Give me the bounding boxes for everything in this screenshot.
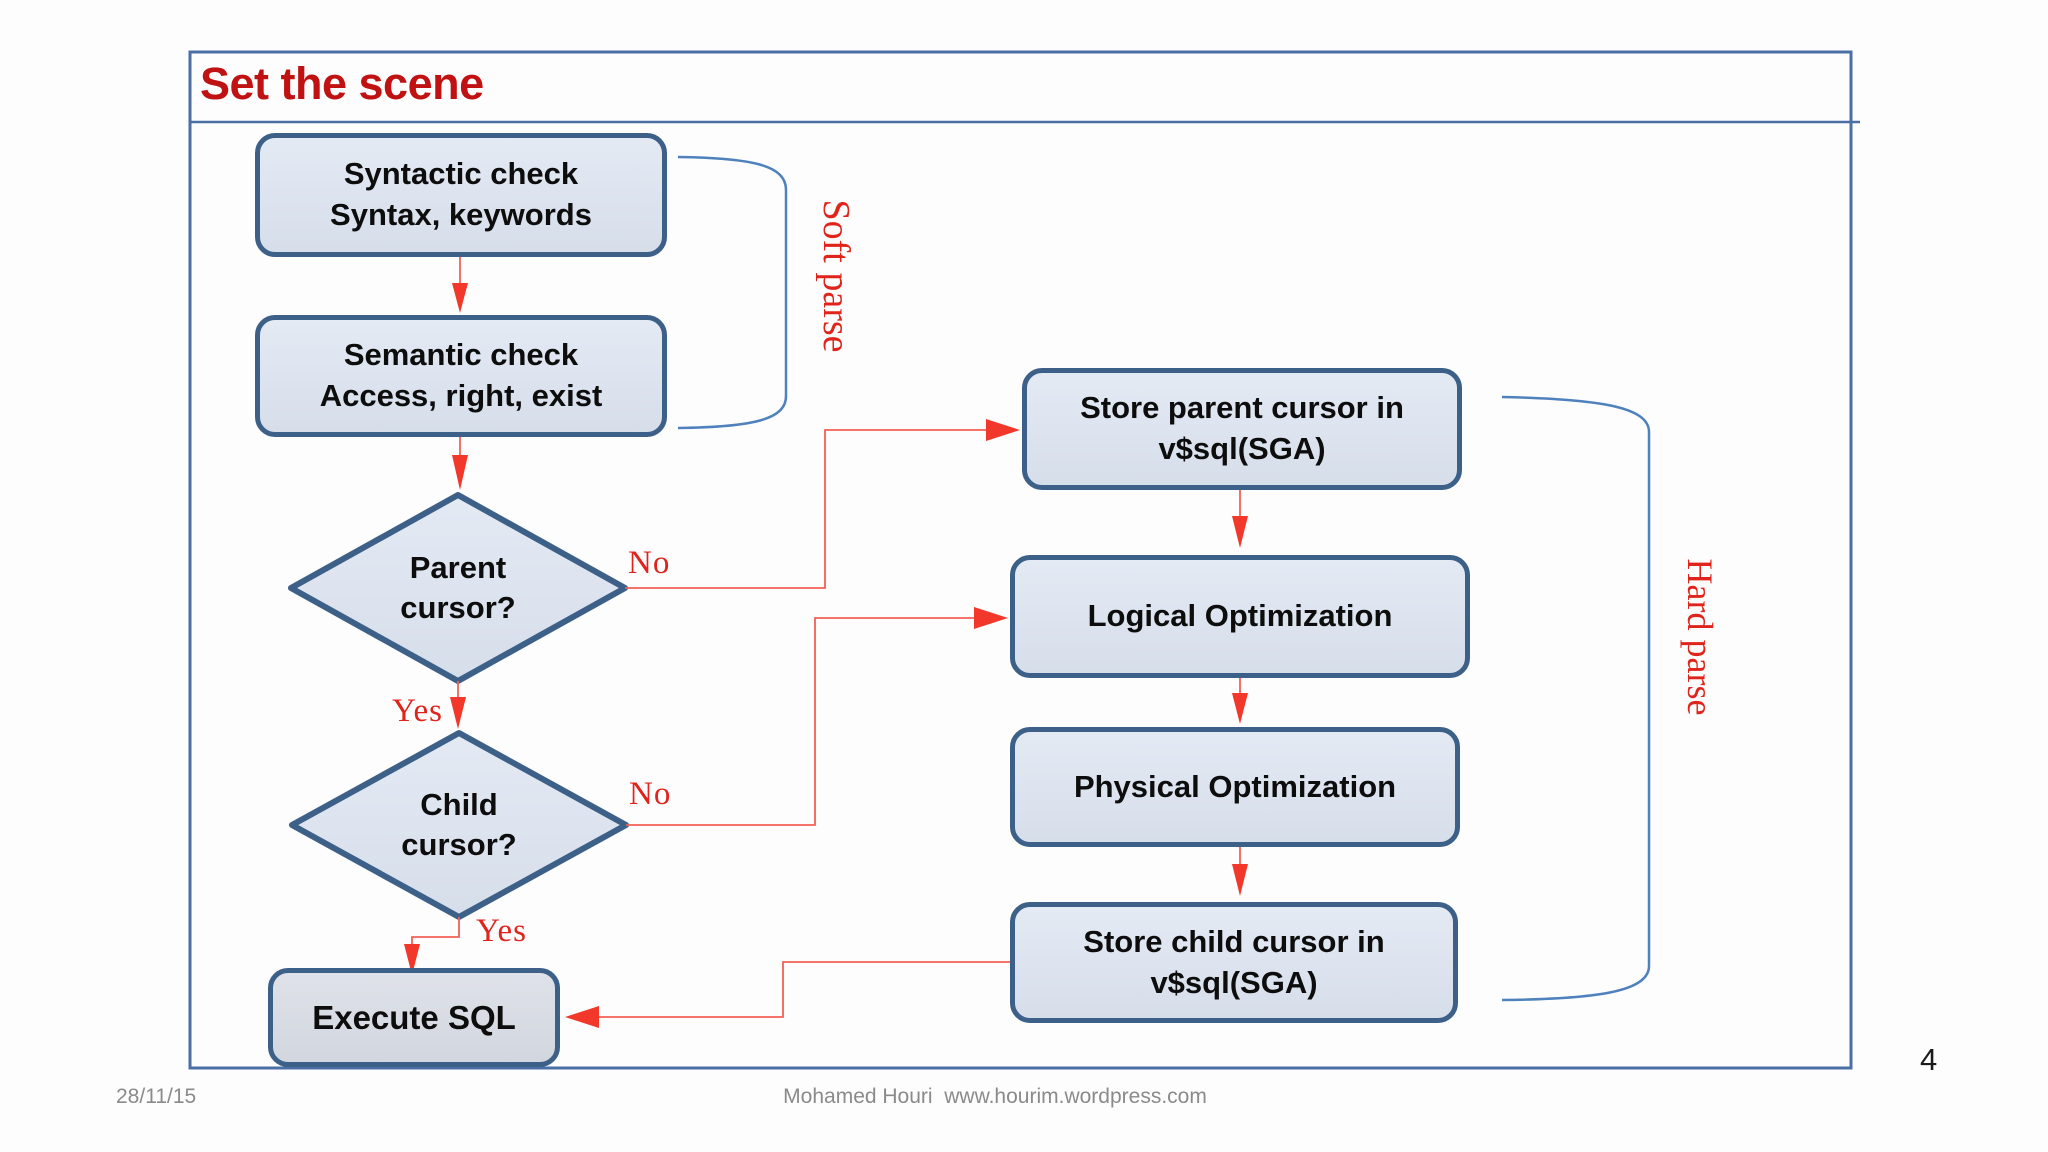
hard-parse-bracket	[1501, 395, 1651, 1002]
hard-parse-label: Hard parse	[1680, 558, 1720, 716]
node-execute-sql: Execute SQL	[268, 968, 560, 1067]
arrowhead-right-store-parent	[986, 419, 1020, 441]
parent-decision-line2: cursor?	[400, 590, 516, 625]
node-store-parent-line2: v$sql(SGA)	[1158, 431, 1326, 466]
arrowheads	[404, 283, 1248, 1028]
node-semantic-check: Semantic check Access, right, exist	[255, 315, 667, 437]
edge-child-yes-to-execute	[411, 917, 460, 944]
arrowhead-right-logical	[974, 607, 1008, 629]
parent-cursor-decision-label: Parent cursor?	[358, 540, 558, 636]
slide-frame-border	[188, 50, 1853, 1070]
arrowhead-left-execute	[565, 1006, 599, 1028]
footer-credit: Mohamed Houri www.hourim.wordpress.com	[783, 1085, 1207, 1108]
edge-label-parent-no: No	[628, 545, 671, 581]
arrowhead-down-semantic	[452, 283, 468, 313]
node-physical-optimization-line1: Physical Optimization	[1073, 768, 1397, 804]
edge-label-parent-yes: Yes	[392, 693, 444, 729]
node-logical-optimization: Logical Optimization	[1010, 555, 1470, 678]
edge-label-child-yes: Yes	[476, 913, 528, 949]
node-execute-sql-line1: Execute SQL	[312, 998, 516, 1036]
node-logical-optimization-line1: Logical Optimization	[1087, 598, 1393, 634]
edge-parent-no-to-store-parent	[625, 429, 986, 589]
node-store-parent-cursor: Store parent cursor in v$sql(SGA)	[1022, 368, 1462, 490]
node-physical-optimization: Physical Optimization	[1010, 727, 1460, 847]
node-syntactic-check-line1: Syntactic check	[343, 156, 579, 192]
connector-lines	[411, 257, 1241, 1018]
edge-store-child-to-execute	[599, 961, 1010, 1018]
node-store-child-line1: Store child cursor in	[1083, 923, 1385, 959]
soft-parse-label: Soft parse	[815, 199, 857, 353]
edge-label-child-no: No	[629, 776, 672, 812]
arrowhead-down-physical	[1232, 693, 1248, 724]
arrowhead-down-store-child	[1232, 864, 1248, 896]
child-decision-line1: Child	[420, 786, 498, 822]
parent-decision-line1: Parent	[409, 549, 507, 585]
slide-title: Set the scene	[200, 58, 484, 109]
node-store-parent-line1: Store parent cursor in	[1080, 390, 1404, 426]
footer-date: 28/11/15	[116, 1085, 197, 1108]
node-semantic-check-line1: Semantic check	[343, 337, 579, 373]
node-semantic-check-line2: Access, right, exist	[319, 378, 603, 413]
node-syntactic-check: Syntactic check Syntax, keywords	[255, 133, 667, 257]
child-decision-line2: cursor?	[401, 827, 517, 862]
edge-child-no-to-logical	[626, 617, 974, 826]
arrowhead-down-logical	[1232, 516, 1248, 548]
arrowhead-down-parent-decision	[452, 455, 468, 490]
node-store-child-line2: v$sql(SGA)	[1150, 964, 1318, 1000]
soft-parse-bracket	[677, 155, 788, 430]
arrowhead-down-execute	[404, 944, 420, 975]
child-cursor-decision-label: Child cursor?	[359, 777, 559, 873]
node-syntactic-check-line2: Syntax, keywords	[330, 197, 592, 232]
arrowhead-down-child-decision	[450, 697, 466, 729]
node-store-child-cursor: Store child cursor in v$sql(SGA)	[1010, 902, 1458, 1023]
page-number: 4	[1920, 1042, 1938, 1077]
